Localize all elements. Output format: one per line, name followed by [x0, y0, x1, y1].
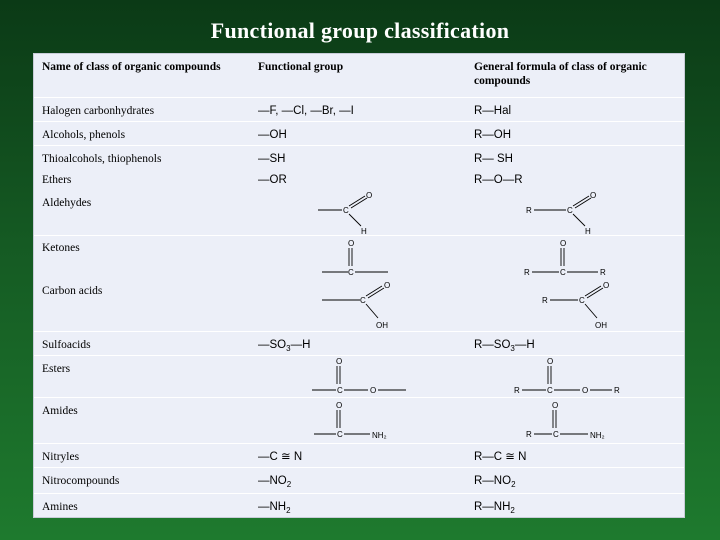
- class-name: Alcohols, phenols: [42, 129, 126, 141]
- svg-text:O: O: [590, 191, 596, 200]
- table-row: Alcohols, phenols —OH R—OH: [34, 122, 684, 146]
- svg-text:O: O: [370, 386, 376, 395]
- svg-text:C: C: [348, 268, 354, 277]
- table-header-row: Name of class of organic compounds Funct…: [34, 54, 684, 98]
- general-formula: R—NO2: [474, 475, 516, 489]
- general-formula: R—O—R: [474, 174, 523, 186]
- svg-text:O: O: [603, 281, 609, 290]
- table-row: Halogen carbonhydrates —F, —Cl, —Br, —I …: [34, 98, 684, 122]
- functional-group: —OH: [258, 129, 287, 141]
- svg-text:C: C: [579, 296, 585, 305]
- class-name: Aldehydes: [42, 197, 92, 209]
- classification-table: Name of class of organic compounds Funct…: [34, 54, 684, 517]
- svg-text:C: C: [560, 268, 566, 277]
- carboxyl-formula-structure: R C O OH: [542, 281, 609, 330]
- svg-text:R: R: [526, 430, 532, 439]
- carboxyl-group-structure: C O OH: [322, 281, 390, 330]
- functional-group: —C ≅ N: [258, 451, 303, 463]
- svg-text:O: O: [336, 401, 342, 410]
- general-formula: R— SH: [474, 153, 513, 165]
- svg-text:H: H: [361, 227, 367, 236]
- general-formula: R—SO3—H: [474, 339, 535, 353]
- class-name: Amines: [42, 501, 78, 513]
- svg-text:O: O: [366, 191, 372, 200]
- svg-text:C: C: [337, 430, 343, 439]
- table-row: Nitryles —C ≅ N R—C ≅ N: [34, 444, 684, 468]
- table-row: Nitrocompounds —NO2 R—NO2: [34, 468, 684, 494]
- table-row: Ketones Carbon acids O C O R C R C O: [34, 236, 684, 332]
- svg-text:C: C: [360, 296, 366, 305]
- class-name: Ethers: [42, 174, 72, 186]
- functional-group: —OR: [258, 174, 287, 186]
- amide-formula-structure: O R C NH₂: [526, 401, 605, 440]
- class-name: Halogen carbonhydrates: [42, 105, 155, 117]
- table-row: Esters O C O O R C O R: [34, 356, 684, 398]
- svg-text:NH₂: NH₂: [372, 431, 387, 440]
- functional-group: —SO3—H: [258, 339, 311, 353]
- ester-formula-structure: O R C O R: [514, 357, 620, 395]
- class-name: Amides: [42, 405, 78, 417]
- class-name: Sulfoacids: [42, 339, 91, 351]
- svg-text:O: O: [336, 357, 342, 366]
- svg-text:NH₂: NH₂: [590, 431, 605, 440]
- ester-group-structure: O C O: [312, 357, 406, 395]
- table-row: Ethers —OR R—O—R: [34, 170, 684, 190]
- general-formula: R—C ≅ N: [474, 451, 527, 463]
- svg-text:O: O: [547, 357, 553, 366]
- general-formula: R—OH: [474, 129, 512, 141]
- svg-text:R: R: [524, 268, 530, 277]
- table-row: Aldehydes C O H R C O H: [34, 190, 684, 236]
- class-name: Carbon acids: [42, 285, 103, 297]
- aldehyde-formula-structure: R C O H: [526, 191, 596, 236]
- aldehyde-group-structure: C O H: [318, 191, 372, 236]
- general-formula: R—NH2: [474, 501, 515, 515]
- svg-text:C: C: [337, 386, 343, 395]
- table-row: Thioalcohols, thiophenols —SH R— SH: [34, 146, 684, 170]
- general-formula: R—Hal: [474, 105, 512, 117]
- functional-group: —NH2: [258, 501, 291, 515]
- svg-text:R: R: [614, 386, 620, 395]
- header-general-formula: General formula of class of organic comp…: [474, 61, 647, 87]
- svg-text:C: C: [553, 430, 559, 439]
- page-title: Functional group classification: [210, 18, 510, 43]
- table-row: Sulfoacids —SO3—H R—SO3—H: [34, 332, 684, 356]
- svg-text:C: C: [567, 206, 573, 215]
- svg-text:R: R: [600, 268, 606, 277]
- table-row: Amines —NH2 R—NH2: [34, 494, 684, 517]
- svg-text:R: R: [514, 386, 520, 395]
- svg-text:O: O: [582, 386, 588, 395]
- table-row: Amides O C NH₂ O R C NH₂: [34, 398, 684, 444]
- ketone-group-structure: O C: [322, 239, 388, 277]
- svg-text:O: O: [552, 401, 558, 410]
- functional-group: —F, —Cl, —Br, —I: [258, 105, 354, 117]
- class-name: Esters: [42, 363, 71, 375]
- functional-group: —NO2: [258, 475, 292, 489]
- svg-text:O: O: [348, 239, 354, 248]
- svg-text:R: R: [542, 296, 548, 305]
- header-functional-group: Functional group: [258, 61, 344, 73]
- svg-text:H: H: [585, 227, 591, 236]
- svg-text:C: C: [343, 206, 349, 215]
- class-name: Nitrocompounds: [42, 475, 120, 487]
- svg-text:OH: OH: [595, 321, 607, 330]
- header-class-name: Name of class of organic compounds: [42, 61, 221, 73]
- class-name: Nitryles: [42, 451, 80, 463]
- svg-text:OH: OH: [376, 321, 388, 330]
- svg-text:O: O: [560, 239, 566, 248]
- svg-text:R: R: [526, 206, 532, 215]
- functional-group: —SH: [258, 153, 286, 165]
- class-name: Thioalcohols, thiophenols: [42, 153, 162, 165]
- svg-text:C: C: [547, 386, 553, 395]
- ketone-formula-structure: O R C R: [524, 239, 606, 277]
- amide-group-structure: O C NH₂: [314, 401, 387, 440]
- svg-text:O: O: [384, 281, 390, 290]
- class-name: Ketones: [42, 242, 80, 254]
